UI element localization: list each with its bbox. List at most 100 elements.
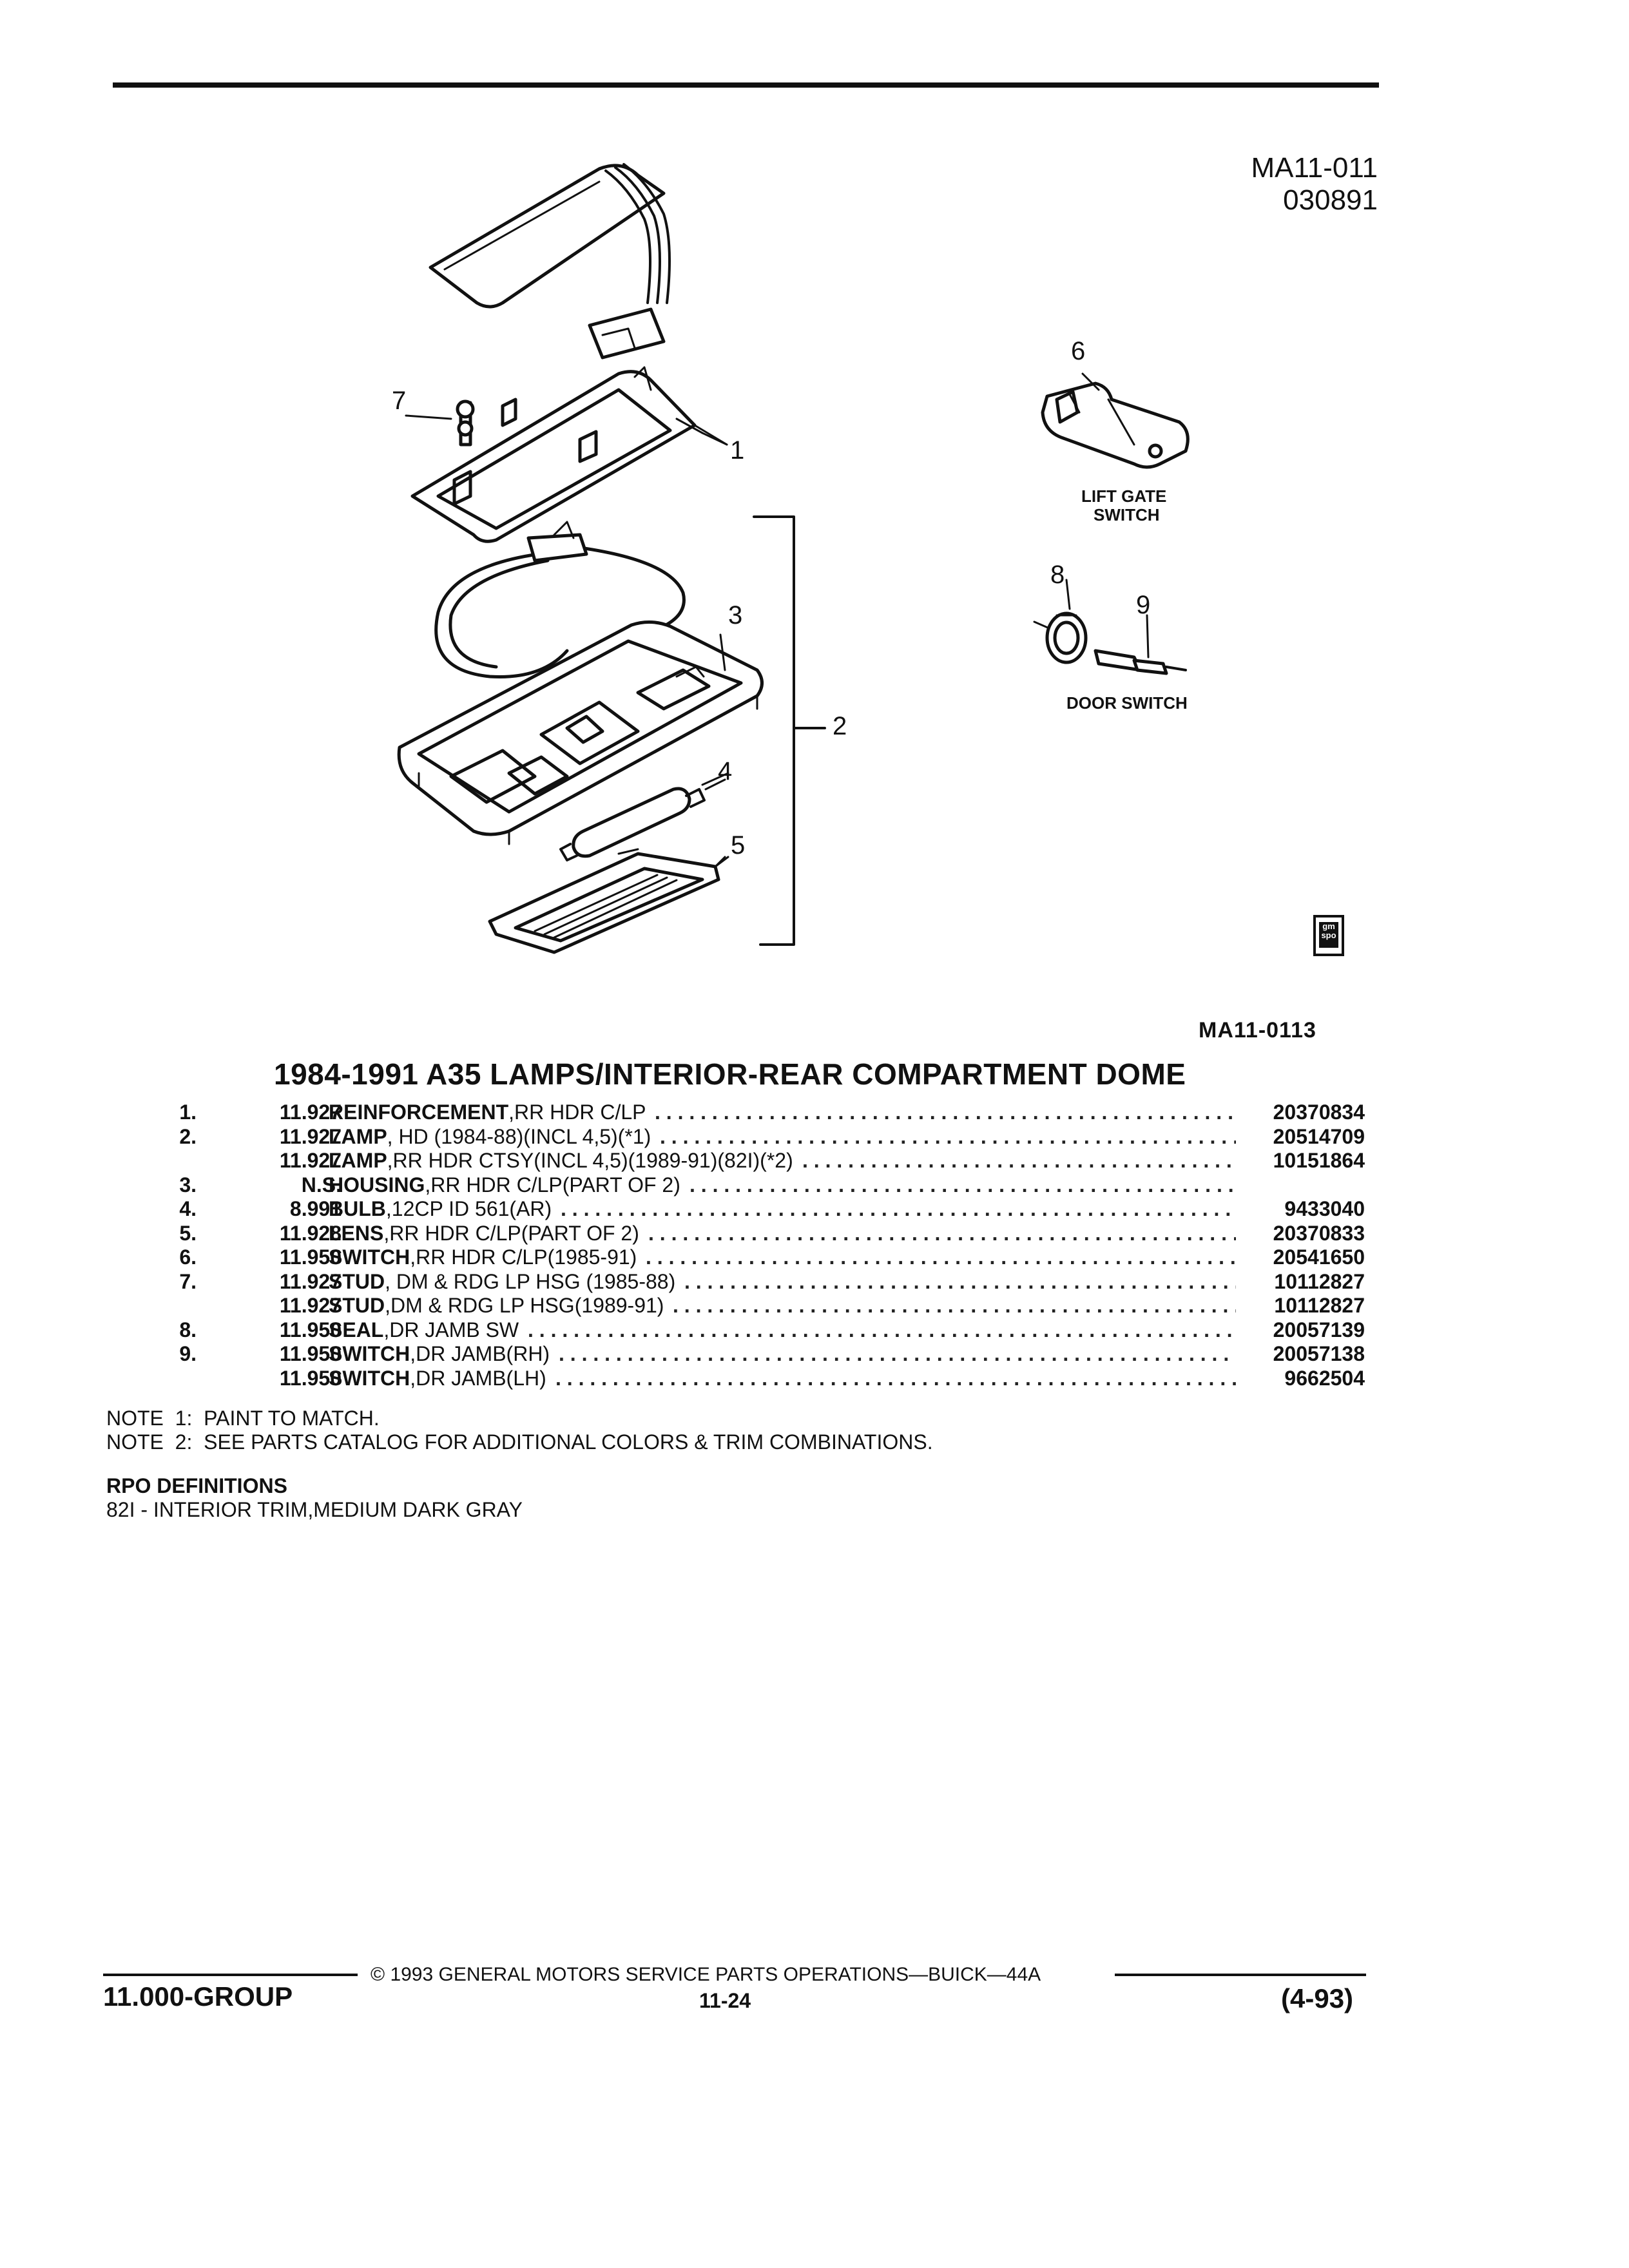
leader-dots: . . . . . . . . . . . . . . . . . . . . … <box>673 1294 1236 1317</box>
part-group: 11.950 <box>279 1245 342 1269</box>
callout-5: 5 <box>731 831 745 860</box>
part-name: LENS <box>329 1221 384 1245</box>
part-description: STUD, DM & RDG LP HSG (1985-88) <box>329 1270 675 1294</box>
part-description: SEAL,DR JAMB SW <box>329 1318 519 1342</box>
rpo-definitions: RPO DEFINITIONS 82I - INTERIOR TRIM,MEDI… <box>106 1474 523 1522</box>
callout-4: 4 <box>718 757 732 785</box>
part-group: 11.927 <box>279 1124 342 1148</box>
note-2: NOTE 2: SEE PARTS CATALOG FOR ADDITIONAL… <box>106 1430 933 1454</box>
leader-dots: . . . . . . . . . . . . . . . . . . . . … <box>559 1342 1236 1365</box>
leader-dots: . . . . . . . . . . . . . . . . . . . . … <box>802 1149 1236 1172</box>
part-detail: ,RR HDR C/LP <box>508 1100 646 1124</box>
door-switch-label: DOOR SWITCH <box>1066 693 1188 713</box>
part-description: STUD,DM & RDG LP HSG(1989-91) <box>329 1294 664 1318</box>
part-number: 9433040 <box>1284 1197 1365 1220</box>
leader-dots: . . . . . . . . . . . . . . . . . . . . … <box>561 1197 1236 1220</box>
header-rule <box>113 82 1379 88</box>
part-number: 20057139 <box>1273 1318 1365 1341</box>
lift-gate-label-line2: SWITCH <box>1094 505 1160 524</box>
footer-date: (4-93) <box>1281 1983 1354 2013</box>
part-number: 20057138 <box>1273 1342 1365 1365</box>
part-detail: , HD (1984-88)(INCL 4,5)(*1) <box>387 1124 651 1148</box>
part-description: SWITCH,DR JAMB(LH) <box>329 1367 546 1390</box>
part-group: 11.927 <box>279 1149 342 1172</box>
part-description: BULB,12CP ID 561(AR) <box>329 1197 552 1221</box>
wiring-harness-drawing <box>434 521 686 678</box>
part-number: 20370834 <box>1273 1100 1365 1124</box>
assembly-bracket <box>753 515 826 946</box>
part-group: 11.928 <box>279 1221 342 1245</box>
part-number: 20514709 <box>1273 1124 1365 1148</box>
part-detail: ,DR JAMB SW <box>383 1318 519 1341</box>
gm-spo-logo: gm spo <box>1313 915 1344 956</box>
part-group: 11.927 <box>279 1100 342 1124</box>
footer-copyright: © 1993 GENERAL MOTORS SERVICE PARTS OPER… <box>371 1964 1041 1985</box>
callout-8: 8 <box>1050 561 1065 589</box>
part-name: SWITCH <box>329 1342 410 1365</box>
rpo-line: 82I - INTERIOR TRIM,MEDIUM DARK GRAY <box>106 1498 523 1521</box>
logo-text-gm: gm <box>1322 921 1335 931</box>
stud-drawing <box>405 399 475 447</box>
part-index: 7. <box>179 1269 197 1293</box>
part-description: SWITCH,RR HDR C/LP(1985-91) <box>329 1245 637 1269</box>
note-1: NOTE 1: PAINT TO MATCH. <box>106 1407 380 1430</box>
lens-drawing <box>488 848 726 954</box>
part-name: REINFORCEMENT <box>329 1100 509 1124</box>
rpo-heading: RPO DEFINITIONS <box>106 1474 287 1497</box>
leader-dots: . . . . . . . . . . . . . . . . . . . . … <box>555 1366 1236 1390</box>
part-number: 20541650 <box>1273 1245 1365 1269</box>
part-index: 1. <box>179 1100 197 1124</box>
part-group: 11.950 <box>279 1366 342 1390</box>
notes-block: NOTE 1: PAINT TO MATCH. NOTE 2: SEE PART… <box>106 1407 933 1454</box>
part-description: SWITCH,DR JAMB(RH) <box>329 1342 550 1366</box>
part-detail: ,RR HDR CTSY(INCL 4,5)(1989-91)(82I)(*2) <box>387 1149 793 1172</box>
callout-7: 7 <box>392 387 406 415</box>
part-name: SEAL <box>329 1318 384 1341</box>
section-title: 1984-1991 A35 LAMPS/INTERIOR-REAR COMPAR… <box>274 1057 1186 1091</box>
callout-9: 9 <box>1136 591 1150 619</box>
callout-3: 3 <box>728 601 742 629</box>
part-number: 9662504 <box>1284 1366 1365 1390</box>
leader-dots: . . . . . . . . . . . . . . . . . . . . … <box>655 1100 1236 1124</box>
leader-dots: . . . . . . . . . . . . . . . . . . . . … <box>646 1245 1236 1269</box>
lamp-frame-drawing <box>410 366 728 543</box>
part-name: LAMP <box>329 1149 387 1172</box>
part-name: SWITCH <box>329 1245 410 1269</box>
part-description: REINFORCEMENT,RR HDR C/LP <box>329 1100 646 1124</box>
part-index: 6. <box>179 1245 197 1269</box>
part-detail: , DM & RDG LP HSG (1985-88) <box>385 1269 676 1293</box>
part-detail: ,RR HDR C/LP(PART OF 2) <box>383 1221 639 1245</box>
part-group: 11.950 <box>279 1342 342 1365</box>
doc-id-date: 030891 <box>1283 184 1378 216</box>
part-detail: ,DR JAMB(RH) <box>410 1342 550 1365</box>
footer-rule-left <box>103 1974 358 1976</box>
callout-2: 2 <box>833 712 847 740</box>
reinforcement-pad-drawing <box>429 163 671 360</box>
leader-dots: . . . . . . . . . . . . . . . . . . . . … <box>648 1221 1236 1245</box>
part-index: 8. <box>179 1318 197 1341</box>
part-detail: ,DR JAMB(LH) <box>410 1366 546 1390</box>
document-id: MA11-011 030891 <box>1251 152 1378 216</box>
part-group: N.S. <box>301 1173 342 1196</box>
callout-1: 1 <box>730 436 744 465</box>
part-detail: ,12CP ID 561(AR) <box>385 1197 552 1220</box>
footer-group: 11.000-GROUP <box>103 1981 293 2012</box>
exploded-parts-diagram: 7 1 3 2 4 5 6 8 9 LIFT GATE SWITCH DOOR … <box>392 163 1190 954</box>
part-detail: ,DM & RDG LP HSG(1989-91) <box>385 1294 664 1317</box>
door-switch-drawing <box>1033 579 1187 675</box>
part-name: SWITCH <box>329 1366 410 1390</box>
part-number: 10112827 <box>1274 1294 1365 1317</box>
footer-rule-right <box>1115 1974 1366 1976</box>
part-detail: ,RR HDR C/LP(PART OF 2) <box>425 1173 680 1196</box>
part-index: 9. <box>179 1342 197 1365</box>
bulb-drawing <box>559 778 726 861</box>
